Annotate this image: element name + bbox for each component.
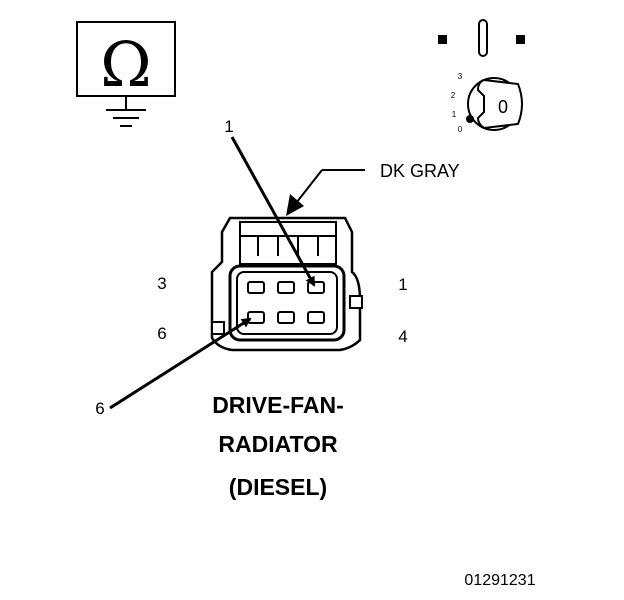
cavity-5 xyxy=(277,311,295,324)
probe-arrow-1 xyxy=(230,136,316,287)
cavity-label-4: 4 xyxy=(398,327,407,346)
ohmmeter-symbol: Ω xyxy=(76,21,176,127)
connector-latch-left xyxy=(211,321,225,335)
cavity-1 xyxy=(307,281,325,294)
key-icon xyxy=(476,78,523,130)
connector-latch-right xyxy=(349,295,363,309)
wire-color-arrowhead xyxy=(286,194,304,216)
key-slot-left-mark xyxy=(438,35,447,44)
key-slot-right-mark xyxy=(516,35,525,44)
probe-label-1: 1 xyxy=(224,117,233,136)
probe-callout-pin-6: 6 xyxy=(95,317,252,418)
ohm-icon: Ω xyxy=(100,28,151,101)
connector-face-inner xyxy=(236,271,338,335)
cavity-2 xyxy=(277,281,295,294)
ignition-position-2: 2 xyxy=(451,91,456,100)
ignition-position-0: 0 xyxy=(458,125,463,134)
key-position-dot xyxy=(466,115,474,123)
probe-label-6: 6 xyxy=(95,399,104,418)
connector-title-line-1: DRIVE-FAN- xyxy=(212,392,344,418)
cavity-4 xyxy=(307,311,325,324)
figure-id: 01291231 xyxy=(464,572,535,589)
key-slot xyxy=(478,19,488,57)
cavity-label-6: 6 xyxy=(157,324,166,343)
wire-color-label: DK GRAY xyxy=(380,161,460,181)
connector-face-outer xyxy=(228,264,346,342)
probe-callout-pin-1: 1 xyxy=(224,117,316,287)
cavity-label-3: 3 xyxy=(157,274,166,293)
connector-title-line-2: RADIATOR xyxy=(218,431,338,457)
ignition-position-3: 3 xyxy=(458,72,463,81)
probe-arrow-6 xyxy=(109,317,252,410)
connector-lock-tab xyxy=(239,221,337,265)
ignition-switch-icon: 0 3 2 1 0 xyxy=(438,19,525,134)
key-position-label: 0 xyxy=(498,97,508,117)
connector-title-line-3: (DIESEL) xyxy=(229,474,327,500)
ignition-position-1: 1 xyxy=(452,110,457,119)
cavity-6 xyxy=(247,311,265,324)
connector-cavities xyxy=(247,281,325,324)
cavity-3 xyxy=(247,281,265,294)
cavity-label-1: 1 xyxy=(398,275,407,294)
wire-color-callout: DK GRAY xyxy=(286,161,460,216)
